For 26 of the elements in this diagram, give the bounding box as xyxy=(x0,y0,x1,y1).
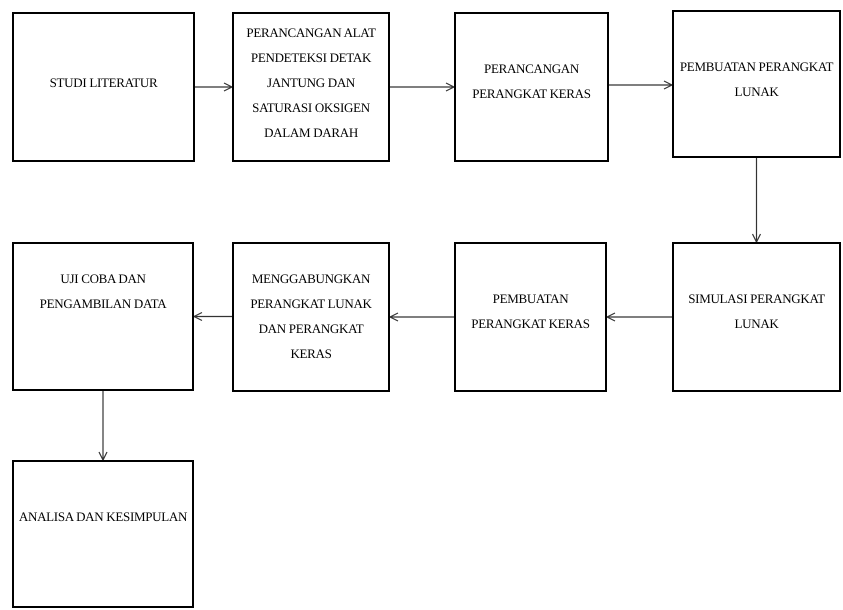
arrow xyxy=(195,82,233,92)
process-box xyxy=(672,242,841,392)
process-box xyxy=(454,242,607,392)
arrow xyxy=(752,158,762,243)
box-label: STUDI LITERATUR xyxy=(50,74,158,92)
box-label: PEMBUATAN PERANGKAT LUNAK xyxy=(678,58,834,101)
arrow xyxy=(606,312,672,322)
process-box xyxy=(232,12,390,162)
process-box xyxy=(12,12,195,162)
arrow xyxy=(609,80,673,90)
process-box xyxy=(672,10,841,158)
process-box xyxy=(12,242,194,391)
box-label: PERANCANGAN ALAT PENDETEKSI DETAK JANTUNG DAN SATURASI OKSIGEN DALAM DARAH xyxy=(245,24,377,142)
box-label: SIMULASI PERANGKAT LUNAK xyxy=(687,290,826,333)
box-label: UJI COBA DAN PENGAMBILAN DATA xyxy=(38,270,168,313)
process-box xyxy=(12,460,194,608)
arrow xyxy=(389,312,454,322)
process-box xyxy=(454,12,609,162)
arrow xyxy=(98,391,108,461)
arrow xyxy=(193,312,232,322)
box-label: PERANCANGAN PERANGKAT KERAS xyxy=(471,60,592,103)
box-label: PEMBUATAN PERANGKAT KERAS xyxy=(470,290,591,333)
process-box xyxy=(232,242,390,392)
arrow xyxy=(390,82,455,92)
box-label: ANALISA DAN KESIMPULAN xyxy=(18,508,188,526)
box-label: MENGGABUNGKAN PERANGKAT LUNAK DAN PERANGKAT KERAS xyxy=(249,270,373,363)
